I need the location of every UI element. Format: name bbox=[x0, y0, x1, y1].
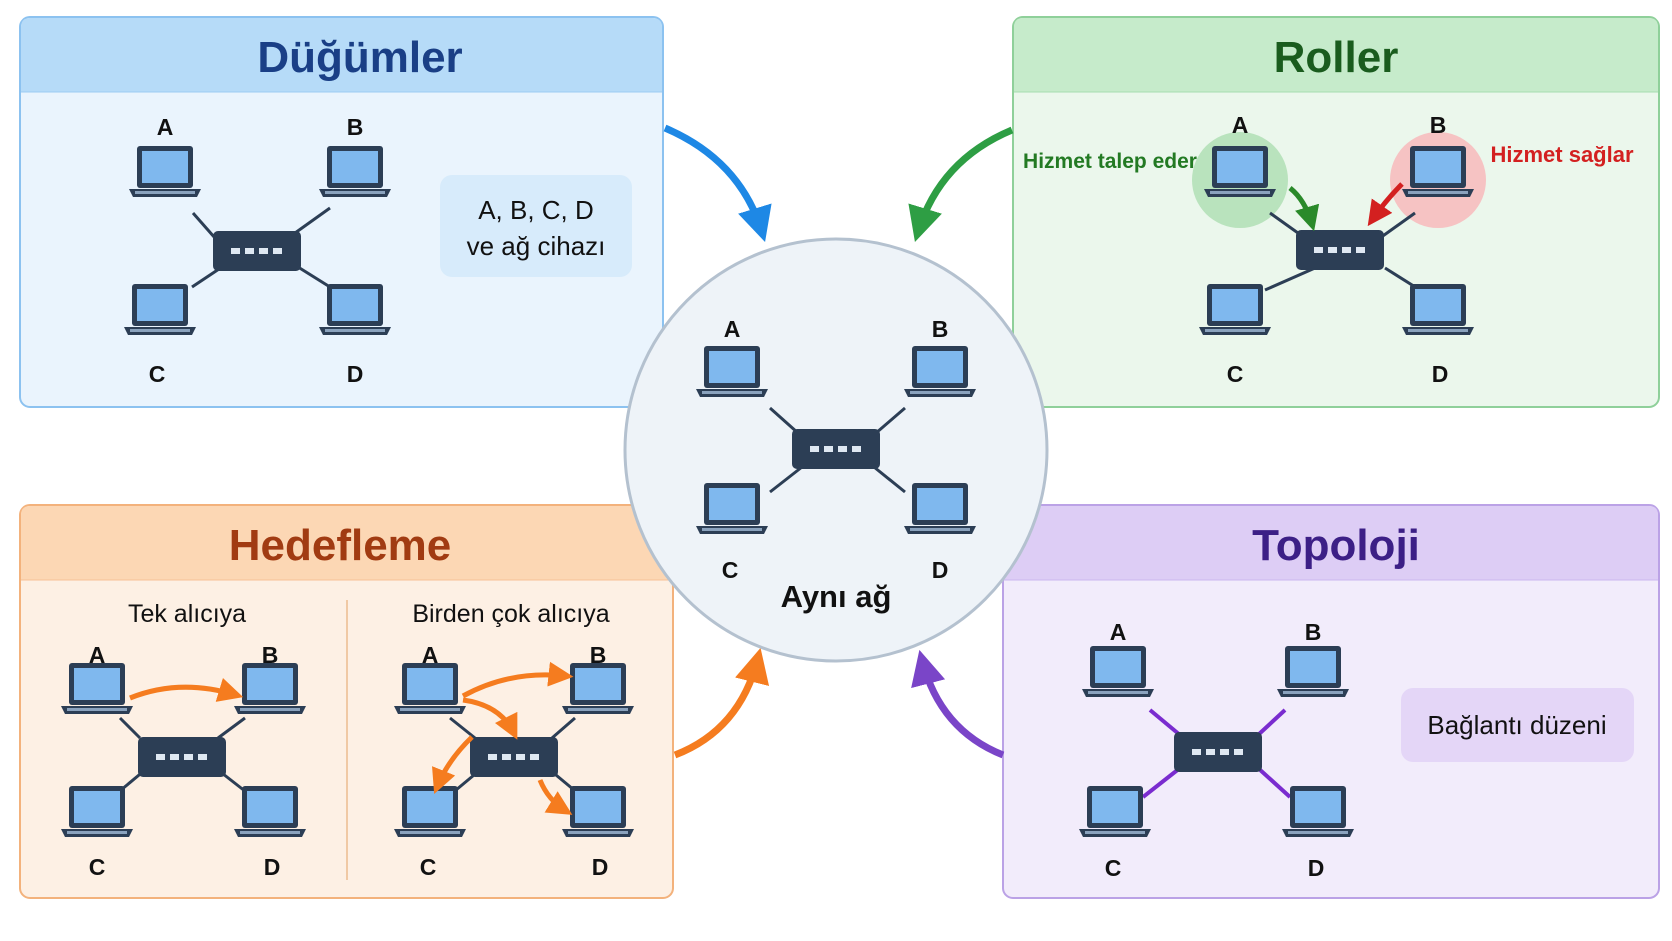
node-label-d: D bbox=[1308, 855, 1325, 881]
panel-topology-title: Topoloji bbox=[1252, 521, 1420, 570]
arrow-topology-to-center bbox=[911, 649, 1005, 759]
node-label-b: B bbox=[1430, 112, 1447, 138]
laptop-icon bbox=[61, 663, 133, 714]
switch-icon bbox=[1296, 230, 1384, 270]
laptop-icon bbox=[1282, 786, 1354, 837]
panel-topology: Topoloji A B C D Bağlantı düzeni bbox=[1002, 504, 1660, 899]
nodes-note-line1: A, B, C, D bbox=[478, 195, 594, 225]
node-label-c: C bbox=[722, 557, 739, 583]
node-label-c: C bbox=[420, 854, 437, 880]
switch-icon bbox=[138, 737, 226, 777]
multicast-arrow-switch bbox=[462, 697, 518, 740]
laptop-icon bbox=[394, 663, 466, 714]
provide-arrow bbox=[1367, 182, 1404, 227]
laptop-icon bbox=[904, 346, 976, 397]
center-caption: Aynı ağ bbox=[781, 579, 892, 614]
laptop-icon bbox=[562, 786, 634, 837]
multicast-arrow-d bbox=[537, 779, 573, 815]
laptop-icon bbox=[696, 483, 768, 534]
laptop-icon bbox=[124, 284, 196, 335]
nodes-note-box bbox=[440, 175, 632, 277]
laptop-icon bbox=[696, 346, 768, 397]
laptop-icon bbox=[319, 146, 391, 197]
center-network: A B C D Aynı ağ bbox=[623, 237, 1049, 663]
laptop-icon bbox=[1199, 284, 1271, 335]
node-label-a: A bbox=[89, 642, 106, 668]
node-label-d: D bbox=[264, 854, 281, 880]
node-label-a: A bbox=[1110, 619, 1127, 645]
unicast-title: Tek alıcıya bbox=[128, 600, 246, 628]
unicast-diagram: Tek alıcıya A B C D bbox=[61, 600, 306, 880]
laptop-icon bbox=[319, 284, 391, 335]
laptop-icon bbox=[562, 663, 634, 714]
laptop-icon bbox=[394, 786, 466, 837]
node-label-c: C bbox=[1227, 361, 1244, 387]
panel-nodes-title: Düğümler bbox=[257, 33, 462, 82]
node-label-b: B bbox=[262, 642, 279, 668]
switch-icon bbox=[792, 429, 880, 469]
laptop-icon bbox=[1277, 646, 1349, 697]
panel-roles: Roller A B C D Hizmet talep eder Hizmet … bbox=[1012, 16, 1660, 408]
node-label-d: D bbox=[347, 361, 364, 387]
laptop-icon bbox=[1402, 146, 1474, 197]
arrow-targeting-to-center bbox=[673, 647, 770, 759]
request-arrow bbox=[1288, 186, 1320, 232]
node-label-b: B bbox=[590, 642, 607, 668]
node-label-a: A bbox=[724, 316, 741, 342]
provider-label: Hizmet sağlar bbox=[1490, 142, 1633, 167]
node-label-d: D bbox=[1432, 361, 1449, 387]
panel-targeting: Hedefleme Tek alıcıya A B C D Birden çok… bbox=[19, 504, 674, 899]
multicast-arrow-c bbox=[432, 735, 474, 794]
panel-roles-title: Roller bbox=[1274, 33, 1399, 82]
node-label-a: A bbox=[422, 642, 439, 668]
node-label-c: C bbox=[1105, 855, 1122, 881]
multicast-arrow-b bbox=[461, 661, 574, 699]
requester-label: Hizmet talep eder bbox=[1023, 150, 1197, 173]
node-label-b: B bbox=[1305, 619, 1322, 645]
laptop-icon bbox=[1082, 646, 1154, 697]
multicast-title: Birden çok alıcıya bbox=[412, 600, 609, 628]
topology-note-box bbox=[1401, 688, 1634, 762]
switch-icon bbox=[470, 737, 558, 777]
node-label-d: D bbox=[932, 557, 949, 583]
switch-icon bbox=[1174, 732, 1262, 772]
arrow-roles-to-center bbox=[908, 126, 1014, 243]
node-label-b: B bbox=[932, 316, 949, 342]
laptop-icon bbox=[1204, 146, 1276, 197]
laptop-icon bbox=[1402, 284, 1474, 335]
node-label-c: C bbox=[89, 854, 106, 880]
node-label-a: A bbox=[157, 114, 174, 140]
node-label-b: B bbox=[347, 114, 364, 140]
multicast-diagram: Birden çok alıcıya A B C D bbox=[394, 600, 634, 880]
node-label-c: C bbox=[149, 361, 166, 387]
nodes-note-line2: ve ağ cihazı bbox=[467, 231, 606, 261]
arrow-nodes-to-center bbox=[663, 124, 772, 243]
laptop-icon bbox=[234, 663, 306, 714]
laptop-icon bbox=[234, 786, 306, 837]
laptop-icon bbox=[1079, 786, 1151, 837]
topology-note: Bağlantı düzeni bbox=[1427, 710, 1606, 740]
panel-targeting-title: Hedefleme bbox=[229, 521, 452, 570]
node-label-a: A bbox=[1232, 112, 1249, 138]
laptop-icon bbox=[129, 146, 201, 197]
panel-nodes: Düğümler A B C D A, B, C, D ve ağ cihazı bbox=[19, 16, 664, 408]
laptop-icon bbox=[61, 786, 133, 837]
node-label-d: D bbox=[592, 854, 609, 880]
laptop-icon bbox=[904, 483, 976, 534]
switch-icon bbox=[213, 231, 301, 271]
unicast-arrow bbox=[129, 677, 244, 702]
